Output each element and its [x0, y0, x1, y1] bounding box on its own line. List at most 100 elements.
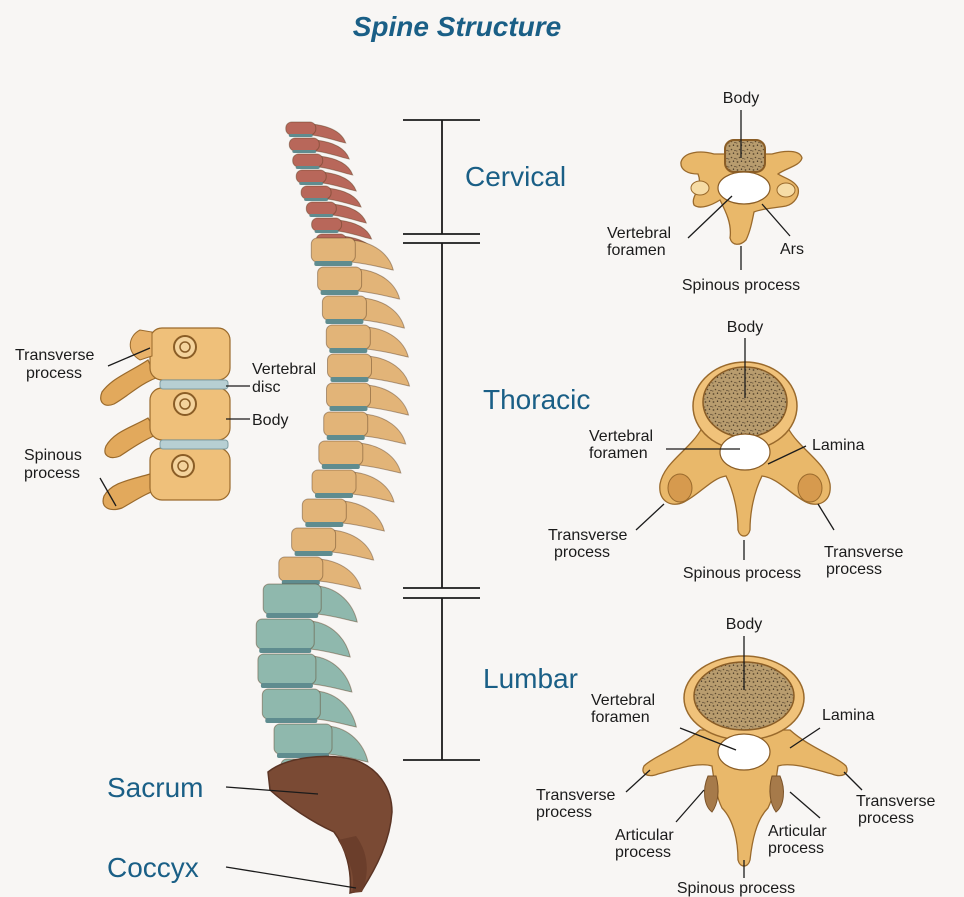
spine-cervical-vertebra [301, 186, 331, 199]
spine-disc [325, 319, 363, 324]
side-label-spinous-1: Spinous [24, 447, 82, 464]
cervical-label-foramen-2: foramen [607, 242, 666, 259]
spine-thoracic-process [342, 501, 384, 531]
spine-column [256, 122, 409, 893]
spine-thoracic-vertebra [319, 441, 363, 465]
spine-thoracic-process [366, 327, 408, 357]
spine-disc [266, 613, 318, 618]
spine-thoracic-process [332, 530, 374, 560]
spine-thoracic-process [359, 443, 401, 473]
spine-lumbar-vertebra [263, 584, 321, 614]
spine-thoracic-vertebra [324, 412, 368, 436]
spine-thoracic-vertebra [327, 383, 371, 407]
lumbar-label-articular-left-2: process [615, 844, 671, 861]
spine-lumbar-process [316, 691, 356, 727]
side-view-vertebrae [101, 328, 230, 510]
spine-thoracic-vertebra [279, 557, 323, 581]
spine-cervical-vertebra [296, 170, 326, 183]
spine-thoracic-process [351, 240, 393, 270]
thoracic-label-foramen-2: foramen [589, 445, 648, 462]
svg-text:Transverseprocess: Transverseprocess [824, 544, 904, 578]
spine-disc [331, 377, 369, 382]
spine-cervical-vertebra [312, 218, 342, 231]
svg-text:Vertebralforamen: Vertebralforamen [607, 225, 671, 259]
spine-cervical-vertebra [306, 202, 336, 215]
sacrum-shape [268, 756, 392, 893]
spine-thoracic-vertebra [312, 470, 356, 494]
spine-disc [265, 718, 317, 723]
spine-disc [292, 150, 316, 153]
thoracic-label-transverse-left-1: Transverse [548, 527, 628, 544]
lumbar-label-articular-right-2: process [768, 840, 824, 857]
spine-disc [259, 648, 311, 653]
thoracic-label-spinous: Spinous process [683, 565, 801, 582]
cervical-label-foramen-1: Vertebral [607, 225, 671, 242]
spine-cervical-vertebra [289, 138, 319, 151]
cervical-label-ars: Ars [780, 241, 804, 258]
spine-thoracic-vertebra [318, 267, 362, 291]
lumbar-label-foramen-1: Vertebral [591, 692, 655, 709]
spine-thoracic-vertebra [302, 499, 346, 523]
lumbar-label-lamina: Lamina [822, 707, 875, 724]
spine-thoracic-vertebra [311, 238, 355, 262]
spine-cervical-vertebra [286, 122, 316, 135]
spine-disc [330, 406, 368, 411]
spine-disc [322, 464, 360, 469]
spine-disc [304, 198, 328, 201]
region-label-coccyx: Coccyx [107, 852, 199, 883]
svg-text:Transverseprocess: Transverseprocess [15, 347, 95, 382]
svg-text:Transverseprocess: Transverseprocess [548, 527, 628, 561]
spine-thoracic-process [358, 269, 400, 299]
svg-text:Transverseprocess: Transverseprocess [856, 793, 936, 827]
cervical-label-spinous: Spinous process [682, 277, 800, 294]
thoracic-label-lamina: Lamina [812, 437, 865, 454]
region-label-thoracic: Thoracic [483, 384, 590, 415]
thoracic-label-foramen-1: Vertebral [589, 428, 653, 445]
spine-lumbar-process [310, 621, 350, 657]
region-label-sacrum: Sacrum [107, 772, 203, 803]
spine-disc [327, 435, 365, 440]
region-label-cervical: Cervical [465, 161, 566, 192]
lumbar-label-transverse-left-1: Transverse [536, 787, 616, 804]
svg-text:Articularprocess: Articularprocess [768, 823, 827, 857]
spine-lumbar-process [317, 586, 357, 622]
lumbar-label-articular-right-1: Articular [768, 823, 827, 840]
spine-thoracic-vertebra [292, 528, 336, 552]
side-label-disc-2: disc [252, 379, 280, 396]
lumbar-label-foramen-2: foramen [591, 709, 650, 726]
lumbar-label-articular-left-1: Articular [615, 827, 674, 844]
svg-text:Spinousprocess: Spinousprocess [24, 447, 82, 482]
spine-thoracic-vertebra [328, 354, 372, 378]
spine-disc [305, 522, 343, 527]
svg-text:Vertebraldisc: Vertebraldisc [252, 361, 316, 396]
spine-thoracic-process [319, 559, 361, 589]
side-label-body: Body [252, 412, 288, 429]
region-brackets [403, 120, 480, 760]
spine-disc [314, 261, 352, 266]
spine-thoracic-vertebra [326, 325, 370, 349]
spine-disc [295, 551, 333, 556]
coccyx-leader [226, 867, 356, 888]
side-label-spinous-2: process [24, 465, 80, 482]
thoracic-label-transverse-right-1: Transverse [824, 544, 904, 561]
spine-thoracic-process [367, 356, 409, 386]
diagram-title: Spine Structure [353, 11, 561, 42]
thoracic-label-body: Body [727, 319, 763, 336]
lumbar-label-transverse-right-2: process [858, 810, 914, 827]
spine-lumbar-process [312, 656, 352, 692]
spine-thoracic-process [367, 385, 409, 415]
spine-disc [299, 182, 323, 185]
svg-text:Articularprocess: Articularprocess [615, 827, 674, 861]
spine-cervical-vertebra [293, 154, 323, 167]
spine-lumbar-vertebra [262, 689, 320, 719]
lumbar-label-body: Body [726, 616, 762, 633]
thoracic-label-transverse-left-2: process [554, 544, 610, 561]
side-label-transverse-1: Transverse [15, 347, 95, 364]
svg-text:Transverseprocess: Transverseprocess [536, 787, 616, 821]
spine-thoracic-vertebra [322, 296, 366, 320]
spine-disc [296, 166, 320, 169]
thoracic-label-transverse-right-2: process [826, 561, 882, 578]
spine-disc [309, 214, 333, 217]
spine-disc [289, 134, 313, 137]
